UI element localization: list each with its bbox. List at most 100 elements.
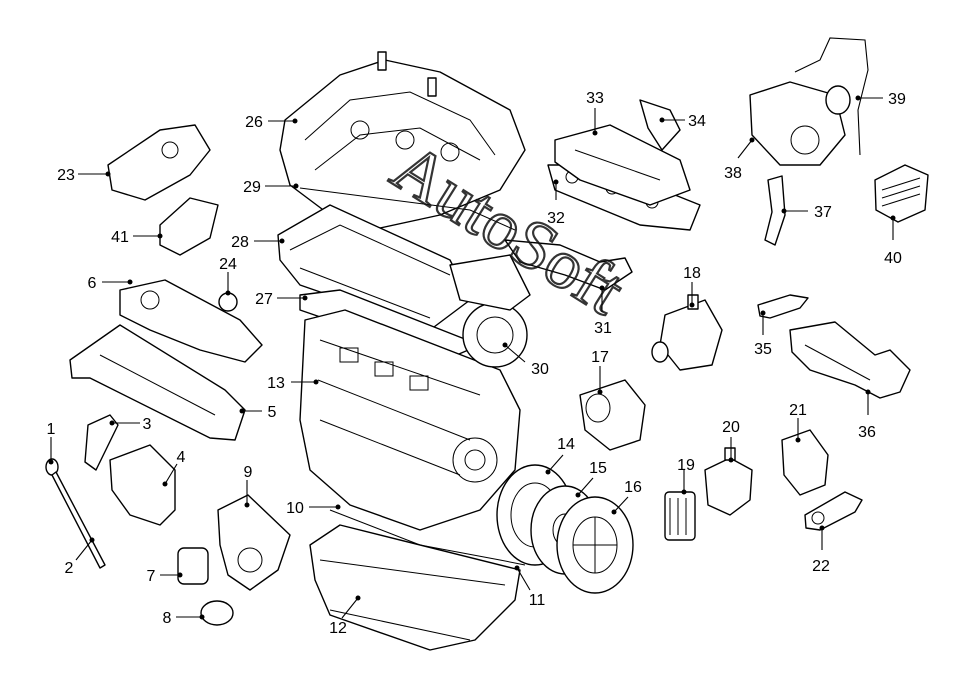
exhaust-manifold[interactable] (554, 124, 691, 206)
o-ring[interactable] (218, 292, 238, 312)
callout-label: 19 (677, 457, 695, 474)
engine-block[interactable] (299, 309, 521, 531)
callout-label: 37 (814, 204, 832, 221)
pressure-plate[interactable] (556, 496, 634, 594)
engine-bracket-41[interactable] (159, 197, 219, 256)
callout-22[interactable]: 22 (812, 525, 830, 576)
control-module[interactable] (874, 164, 929, 223)
callout-label: 14 (557, 436, 575, 453)
callout-36[interactable]: 36 (858, 389, 876, 442)
callout-35[interactable]: 35 (754, 310, 772, 359)
callout-label: 29 (243, 179, 261, 196)
callout-21[interactable]: 21 (789, 402, 807, 443)
callout-14[interactable]: 14 (545, 436, 576, 475)
water-pump-pulley[interactable] (449, 254, 531, 368)
callout-17[interactable]: 17 (591, 349, 609, 395)
callout-2[interactable]: 2 (65, 537, 95, 578)
callout-3[interactable]: 3 (109, 416, 152, 433)
callout-23[interactable]: 23 (57, 167, 111, 184)
intake-hose[interactable] (504, 239, 633, 291)
cylinder-head[interactable] (277, 204, 471, 331)
callout-11[interactable]: 11 (514, 565, 546, 610)
callout-9[interactable]: 9 (244, 464, 253, 508)
oil-pan-gasket[interactable] (329, 509, 526, 566)
callout-label: 35 (754, 341, 772, 358)
intake-manifold[interactable] (119, 279, 263, 363)
callout-18[interactable]: 18 (683, 265, 701, 308)
water-outlet[interactable] (651, 294, 723, 371)
callout-39[interactable]: 39 (855, 91, 907, 108)
callout-8[interactable]: 8 (163, 610, 205, 627)
callout-5[interactable]: 5 (239, 404, 277, 421)
head-gasket[interactable] (299, 289, 481, 361)
link-rod[interactable] (757, 294, 809, 319)
oil-pump[interactable] (109, 444, 176, 526)
callout-31[interactable]: 31 (594, 285, 612, 338)
torque-arm[interactable] (804, 491, 863, 531)
callout-label: 15 (589, 460, 607, 477)
drive-belt[interactable] (84, 414, 119, 471)
callout-33[interactable]: 33 (586, 90, 604, 136)
callout-label: 13 (267, 375, 285, 392)
thermostat-housing[interactable] (579, 379, 646, 451)
callout-label: 5 (268, 404, 277, 421)
callout-37[interactable]: 37 (781, 204, 833, 221)
callout-label: 23 (57, 167, 75, 184)
callout-41[interactable]: 41 (111, 229, 163, 246)
turbo-oil-line[interactable] (794, 37, 869, 156)
fuel-filter[interactable] (704, 447, 753, 516)
callout-4[interactable]: 4 (162, 449, 186, 487)
callout-label: 2 (65, 560, 74, 577)
filter-housing[interactable] (177, 547, 209, 585)
callout-1[interactable]: 1 (47, 421, 56, 465)
callout-13[interactable]: 13 (267, 375, 319, 392)
turbocharger[interactable] (749, 81, 851, 166)
callout-12[interactable]: 12 (329, 595, 361, 638)
callout-29[interactable]: 29 (243, 179, 299, 196)
timing-cover[interactable] (107, 124, 211, 201)
callout-26[interactable]: 26 (245, 114, 298, 131)
callout-label: 39 (888, 91, 906, 108)
callout-label: 32 (547, 210, 565, 227)
callout-28[interactable]: 28 (231, 234, 285, 251)
water-pump[interactable] (217, 494, 291, 591)
oil-dipstick[interactable] (45, 458, 106, 569)
callout-7[interactable]: 7 (147, 568, 183, 585)
callout-label: 1 (47, 421, 56, 438)
callout-label: 16 (624, 479, 642, 496)
callout-15[interactable]: 15 (575, 460, 608, 498)
callout-30[interactable]: 30 (502, 342, 550, 379)
callout-label: 7 (147, 568, 156, 585)
callout-label: 24 (219, 256, 237, 273)
callout-label: 11 (529, 592, 546, 609)
callout-32[interactable]: 32 (547, 179, 565, 228)
callout-label: 34 (688, 113, 706, 130)
callouts: 1 2 3 4 5 6 7 8 9 10 11 12 13 14 15 16 1… (47, 90, 906, 637)
callout-40[interactable]: 40 (884, 215, 902, 268)
part-shapes (45, 37, 929, 651)
callout-16[interactable]: 16 (611, 479, 643, 515)
callout-label: 33 (586, 90, 604, 107)
callout-34[interactable]: 34 (659, 113, 707, 130)
callout-label: 40 (884, 250, 902, 267)
callout-24[interactable]: 24 (219, 256, 237, 296)
callout-27[interactable]: 27 (255, 291, 308, 308)
heat-shield[interactable] (69, 324, 246, 441)
catalytic-converter[interactable] (789, 321, 911, 399)
turbo-return-pipe[interactable] (764, 175, 786, 246)
engine-mount-bracket[interactable] (781, 429, 829, 496)
oil-filter[interactable] (664, 491, 696, 541)
callout-label: 18 (683, 265, 701, 282)
gasket-29 (299, 187, 516, 231)
callout-6[interactable]: 6 (88, 275, 133, 292)
callout-10[interactable]: 10 (286, 500, 341, 517)
callout-label: 36 (858, 424, 876, 441)
manifold-heat-shield[interactable] (639, 99, 681, 151)
callout-20[interactable]: 20 (722, 419, 740, 463)
callout-38[interactable]: 38 (724, 137, 755, 183)
cylinder-head-cover[interactable] (279, 51, 526, 229)
callout-19[interactable]: 19 (677, 457, 695, 495)
filter-cap[interactable] (200, 600, 234, 626)
oil-pan[interactable] (309, 524, 521, 651)
